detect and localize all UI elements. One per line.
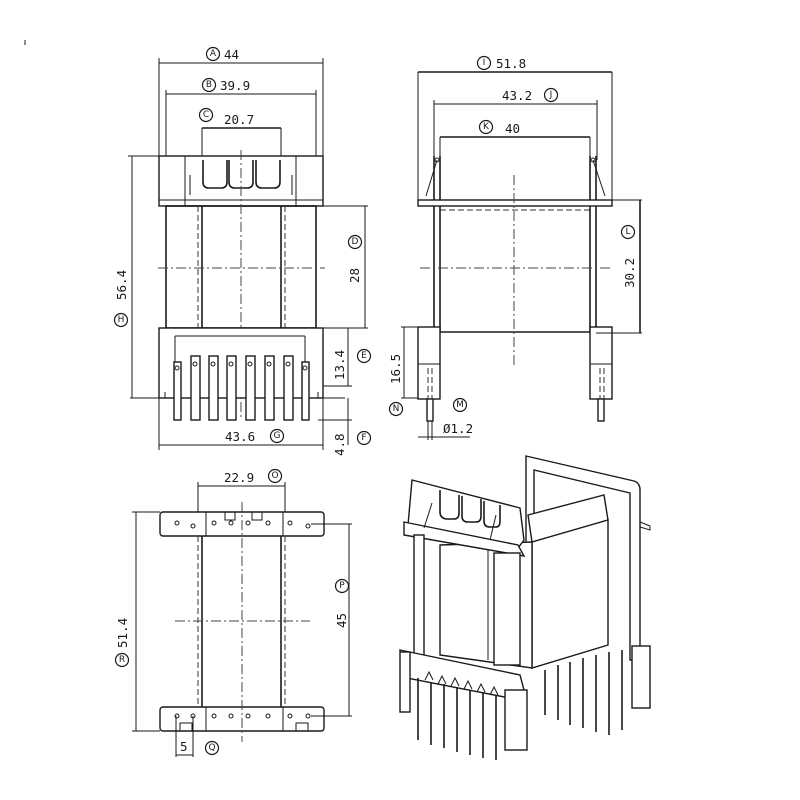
dim-k-value: 40 [505, 121, 520, 136]
dim-p-value: 45 [334, 613, 349, 628]
dim-r: R 51.4 [114, 511, 160, 732]
dim-g: 43.6 G [158, 398, 324, 450]
dim-g-marker [269, 428, 285, 444]
dim-f-value: 4.8 [332, 433, 347, 456]
svg-text:L: L [625, 227, 630, 237]
side-view: I 51.8 43.2 J K 40 [388, 55, 642, 440]
dim-p: P 45 [311, 523, 352, 717]
dim-o-marker [267, 468, 283, 484]
dim-j: 43.2 J [433, 87, 598, 160]
dim-h-value: 56.4 [114, 270, 129, 300]
svg-text:R: R [119, 655, 125, 665]
dim-d-value: 28 [347, 268, 362, 283]
dim-o-value: 22.9 [224, 470, 254, 485]
dim-l-value: 30.2 [622, 258, 637, 288]
dim-a-marker [205, 46, 221, 62]
svg-text:D: D [352, 237, 359, 247]
iso-rear-pins [544, 650, 623, 735]
dim-f: 4.8 F [318, 398, 372, 456]
dim-n-marker [388, 401, 404, 417]
svg-text:K: K [483, 122, 490, 132]
dim-h: H 56.4 [113, 155, 159, 398]
dim-m: M Ø1.2 [418, 397, 473, 440]
dim-k: K 40 [439, 119, 591, 156]
dim-c: C 20.7 [198, 107, 282, 158]
dim-a-value: 44 [224, 47, 239, 62]
dim-i-value: 51.8 [496, 56, 526, 71]
dim-b-value: 39.9 [220, 78, 250, 93]
dim-l: L 30.2 [596, 199, 642, 334]
svg-text:P: P [339, 581, 345, 591]
dim-m-marker [452, 397, 468, 413]
dim-p-marker [334, 578, 350, 594]
dim-q-value: 5 [180, 739, 188, 754]
dim-i-marker [476, 55, 492, 71]
svg-text:M: M [456, 400, 464, 410]
dim-a: A 44 [158, 46, 324, 160]
svg-text:Q: Q [208, 743, 215, 753]
svg-text:I: I [483, 58, 486, 68]
dim-b: B 39.9 [165, 77, 317, 160]
dim-j-marker [543, 87, 559, 103]
dim-g-value: 43.6 [225, 429, 255, 444]
svg-text:C: C [203, 110, 209, 120]
dim-h-marker [113, 312, 129, 328]
dim-i: I 51.8 [417, 55, 613, 200]
dim-n-value: 16.5 [388, 354, 403, 384]
dim-r-marker [114, 652, 130, 668]
dim-m-value: Ø1.2 [443, 421, 473, 436]
dim-l-marker [620, 224, 636, 240]
bottom-view: 22.9 O [114, 468, 352, 757]
dim-d-marker [347, 234, 363, 250]
svg-text:O: O [271, 471, 278, 481]
dim-e: 13.4 E [323, 328, 372, 387]
svg-text:H: H [118, 315, 125, 325]
dim-k-marker [478, 119, 494, 135]
svg-text:N: N [393, 404, 400, 414]
svg-text:F: F [361, 433, 366, 443]
dim-j-value: 43.2 [502, 88, 532, 103]
dim-q: 5 Q [175, 716, 220, 757]
svg-text:G: G [274, 431, 281, 441]
front-view: A 44 B 39.9 C 20.7 [113, 46, 372, 456]
dim-b-marker [201, 77, 217, 93]
svg-text:A: A [210, 49, 217, 59]
svg-text:J: J [549, 90, 553, 100]
svg-text:B: B [206, 80, 212, 90]
svg-text:E: E [361, 351, 367, 361]
dim-r-value: 51.4 [115, 618, 130, 648]
dim-e-value: 13.4 [332, 350, 347, 380]
isometric-view [399, 455, 651, 760]
dim-d: D 28 [316, 205, 368, 329]
iso-front-pins [417, 670, 499, 760]
dim-q-marker [204, 740, 220, 756]
dim-c-marker [198, 107, 214, 123]
dim-c-value: 20.7 [224, 112, 254, 127]
dim-e-marker [356, 348, 372, 364]
dim-n: 16.5 N [388, 326, 418, 417]
dim-f-marker [356, 430, 372, 446]
front-pins [173, 355, 310, 421]
